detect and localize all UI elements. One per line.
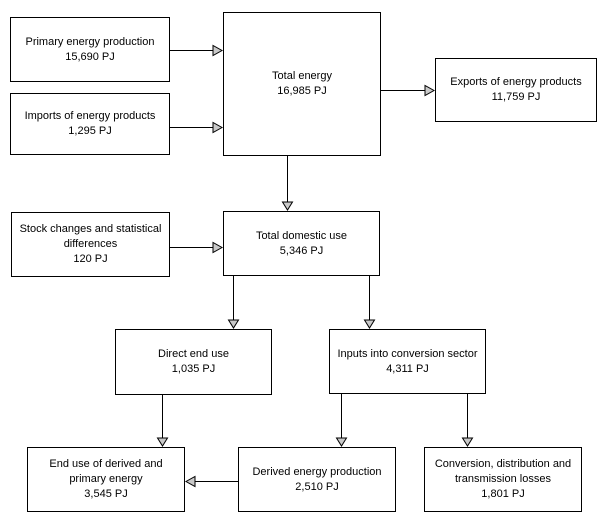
node-imports-of-energy-products: Imports of energy products 1,295 PJ	[10, 93, 170, 155]
node-inputs-into-conversion-sector: Inputs into conversion sector 4,311 PJ	[329, 329, 486, 394]
node-value: 1,295 PJ	[68, 125, 112, 137]
node-exports-of-energy-products: Exports of energy products 11,759 PJ	[435, 58, 597, 122]
arrowhead-domestic-to-direct	[227, 319, 240, 329]
node-value: 11,759 PJ	[491, 91, 541, 103]
node-total-domestic-use: Total domestic use 5,346 PJ	[223, 211, 380, 276]
node-value: 1,801 PJ	[481, 488, 525, 500]
node-total-energy: Total energy 16,985 PJ	[223, 12, 381, 156]
node-label: End use of derived and primary energy	[49, 458, 163, 485]
node-conversion-distribution-transmission-losses: Conversion, distribution and transmissio…	[424, 447, 582, 512]
node-label: Inputs into conversion sector	[337, 347, 478, 360]
node-value: 3,545 PJ	[84, 488, 128, 500]
node-primary-energy-production: Primary energy production 15,690 PJ	[10, 17, 170, 82]
node-label: Conversion, distribution and transmissio…	[434, 458, 572, 485]
node-value: 16,985 PJ	[277, 85, 327, 97]
arrowhead-inputs-to-losses	[461, 437, 474, 447]
node-value: 1,035 PJ	[171, 363, 216, 375]
node-label: Imports of energy products	[24, 110, 156, 122]
arrowhead-total-to-domestic	[281, 201, 294, 211]
node-value: 120 PJ	[73, 253, 108, 265]
node-label: Primary energy production	[25, 35, 155, 48]
node-label: Derived energy production	[252, 465, 382, 478]
arrowhead-inputs-to-derived	[335, 437, 348, 447]
arrowhead-domestic-to-inputs	[363, 319, 376, 329]
node-value: 4,311 PJ	[386, 362, 429, 375]
node-label: Stock changes and statistical difference…	[19, 223, 162, 250]
node-direct-end-use: Direct end use 1,035 PJ	[115, 329, 272, 395]
node-label: Total energy	[272, 70, 332, 82]
node-value: 5,346 PJ	[279, 244, 324, 257]
arrowhead-primary-to-total	[212, 44, 224, 57]
node-label: Direct end use	[158, 348, 229, 360]
arrowhead-derived-to-enduse	[184, 475, 196, 488]
arrowhead-total-to-exports	[424, 84, 436, 97]
arrowhead-imports-to-total	[212, 121, 224, 134]
node-value: 2,510 PJ	[295, 480, 339, 493]
node-derived-energy-production: Derived energy production 2,510 PJ	[238, 447, 396, 512]
node-label: Exports of energy products	[450, 76, 582, 88]
node-label: Total domestic use	[255, 229, 348, 242]
arrowhead-stock-to-domestic	[212, 241, 224, 254]
node-stock-changes-statistical-differences: Stock changes and statistical difference…	[11, 212, 170, 277]
arrowhead-direct-to-enduse	[156, 437, 169, 447]
node-end-use-of-derived-and-primary-energy: End use of derived and primary energy 3,…	[27, 447, 185, 512]
node-value: 15,690 PJ	[65, 50, 115, 63]
